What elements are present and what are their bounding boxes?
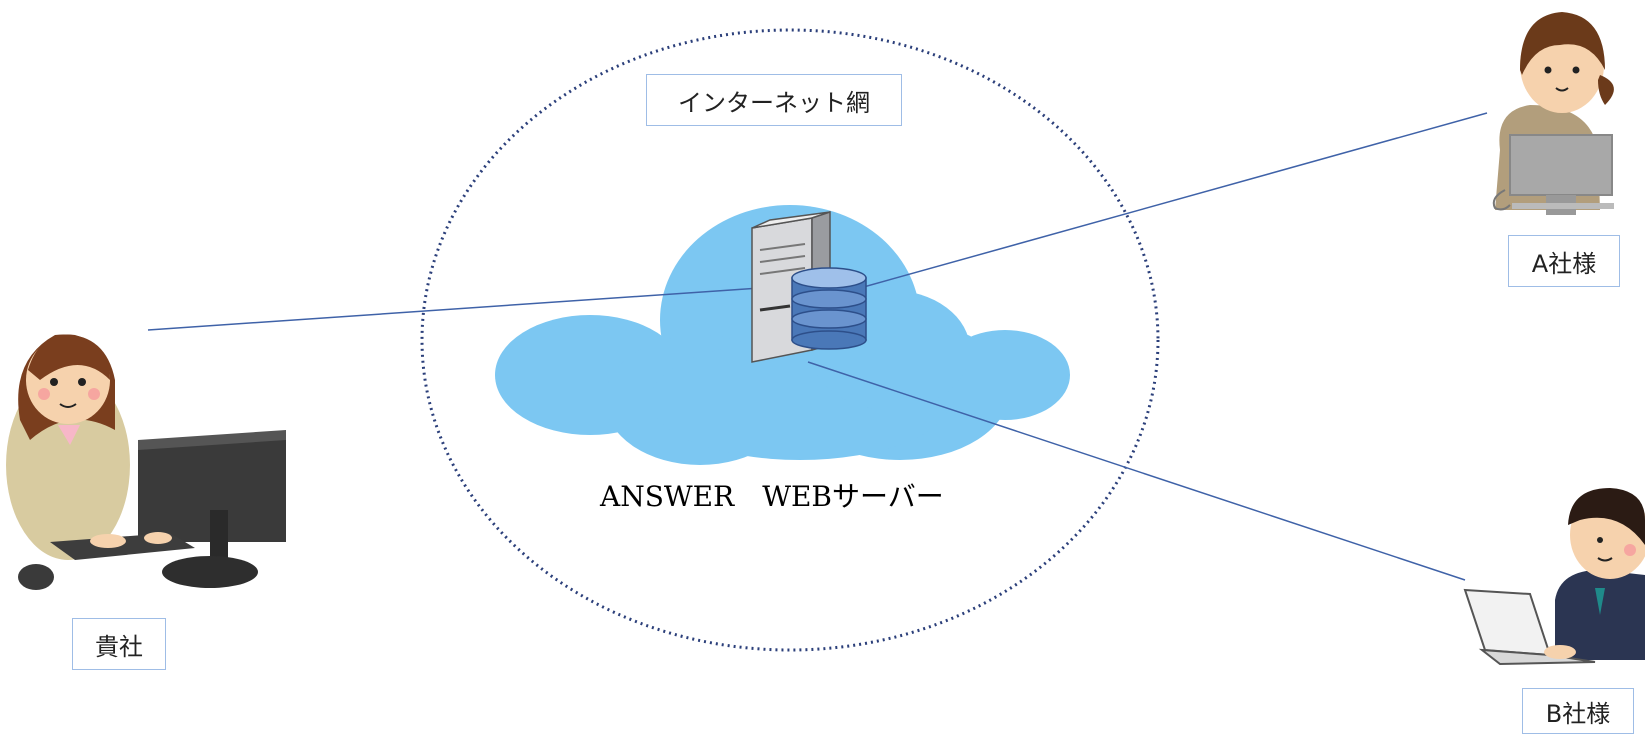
person-at-monitor-icon (1492, 12, 1614, 215)
company-b-label: B社様 (1522, 688, 1634, 734)
company-b-label-text: B社様 (1545, 699, 1611, 728)
internet-boundary (420, 28, 1160, 652)
person-with-laptop-icon (1463, 488, 1645, 666)
connection-lines (147, 112, 1488, 581)
your-company-label: 貴社 (72, 618, 166, 670)
company-a-label: A社様 (1508, 235, 1620, 287)
server-caption: ANSWER WEBサーバー (600, 480, 944, 513)
link-company-a (859, 112, 1488, 289)
network-label-text: インターネット網 (678, 88, 870, 117)
your-company-label-text: 貴社 (95, 632, 143, 661)
link-company-b (807, 361, 1466, 581)
database-icon (791, 267, 867, 350)
link-your-company (147, 287, 761, 331)
person-at-desktop-icon (6, 334, 286, 590)
company-a-label-text: A社様 (1531, 249, 1597, 278)
network-label: インターネット網 (646, 74, 902, 126)
